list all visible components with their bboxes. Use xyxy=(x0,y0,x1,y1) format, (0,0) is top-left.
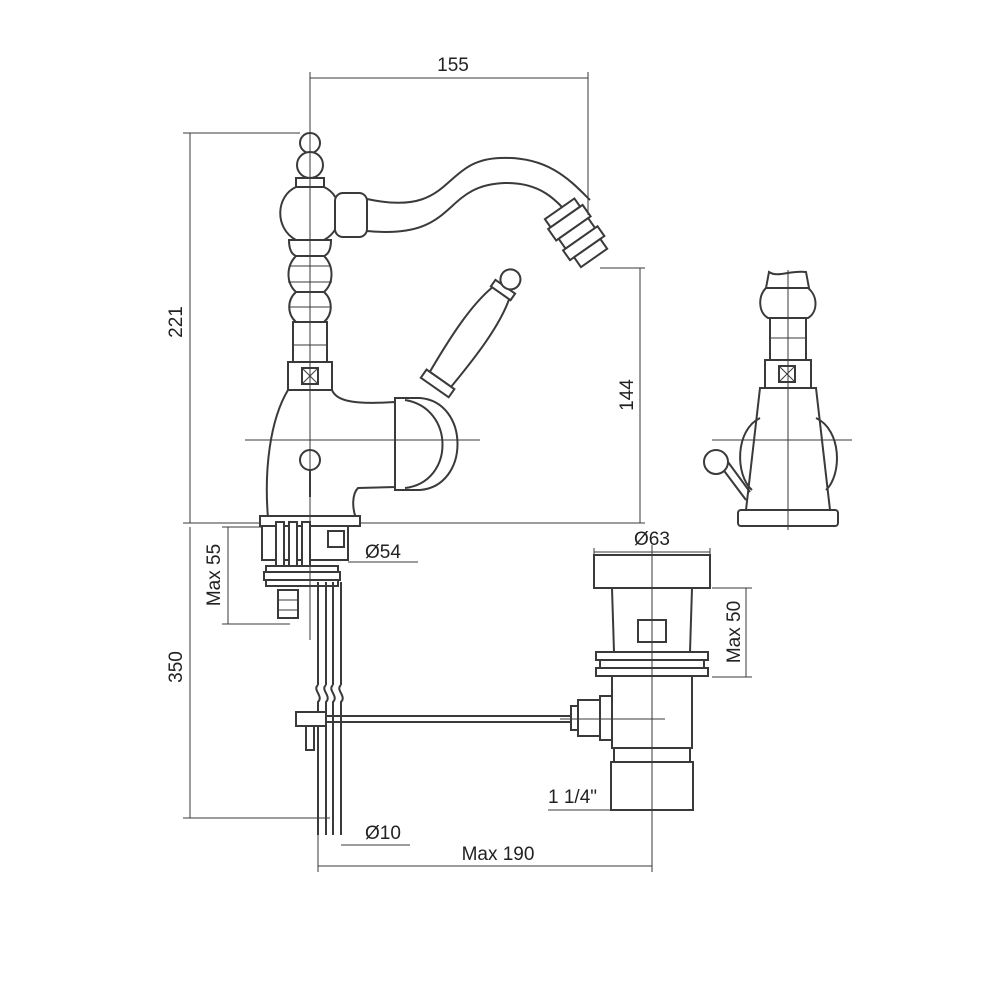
dim-total-height: 221 xyxy=(166,306,187,338)
dim-waste-thread: 1 1/4" xyxy=(548,787,597,808)
dim-rod-diameter: Ø10 xyxy=(365,823,401,844)
faucet-side-view xyxy=(703,270,852,530)
waste-assembly xyxy=(560,545,711,868)
dim-spout-height: 144 xyxy=(617,379,638,411)
faucet-front-view xyxy=(183,132,645,835)
dim-waste-flange-diameter: Ø63 xyxy=(634,529,670,550)
dim-deck-hole-diameter: Ø54 xyxy=(365,542,401,563)
dim-hose-length: 350 xyxy=(166,651,187,683)
dim-max-rod-distance: Max 190 xyxy=(462,844,535,865)
dim-max-deck-thickness: Max 55 xyxy=(204,544,225,606)
dim-spout-reach: 155 xyxy=(437,55,469,76)
centre-axes xyxy=(245,125,480,640)
dimension-lines xyxy=(183,72,752,872)
dim-waste-max-thickness: Max 50 xyxy=(724,601,745,663)
